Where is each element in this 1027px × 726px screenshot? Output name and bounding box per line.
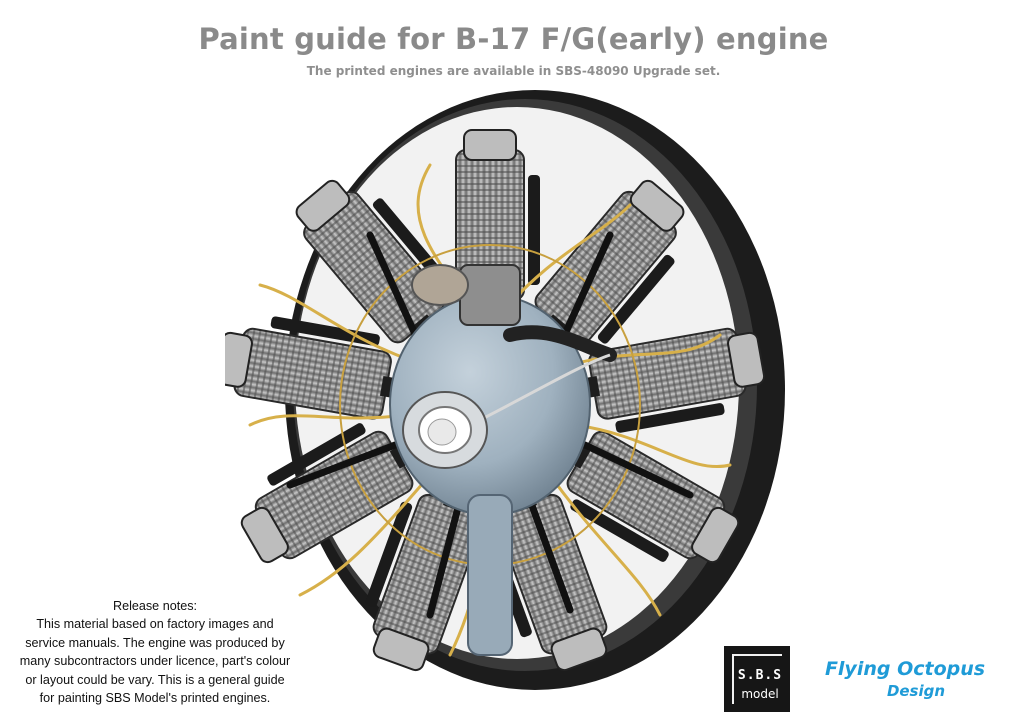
release-notes-line: for painting SBS Model's printed engines… [39,691,271,706]
oil-sump [467,494,513,656]
fo-logo-line1: Flying Octopus [824,658,986,680]
page-title: Paint guide for B-17 F/G(early) engine [198,22,829,56]
sbs-logo-line1: S.B.S [737,668,783,683]
release-notes: Release notes: This material based on fa… [10,597,300,707]
release-notes-line: many subcontractors under licence, part'… [19,654,291,669]
page-subtitle: The printed engines are available in SBS… [306,64,721,78]
fo-logo-line2: Design [886,682,946,700]
engine-illustration [225,90,785,690]
release-notes-line: service manuals. The engine was produced… [25,635,285,650]
sbs-model-logo: S.B.S model [724,646,790,712]
sbs-logo-line2: model [741,687,779,701]
magneto [411,264,469,306]
release-notes-heading: Release notes: [112,599,197,613]
flying-octopus-logo: Flying Octopus Design [810,657,1000,701]
cylinder-bank [225,129,771,682]
release-notes-line: This material based on factory images an… [36,617,274,632]
release-notes-line: or layout could be vary. This is a gener… [25,672,285,687]
